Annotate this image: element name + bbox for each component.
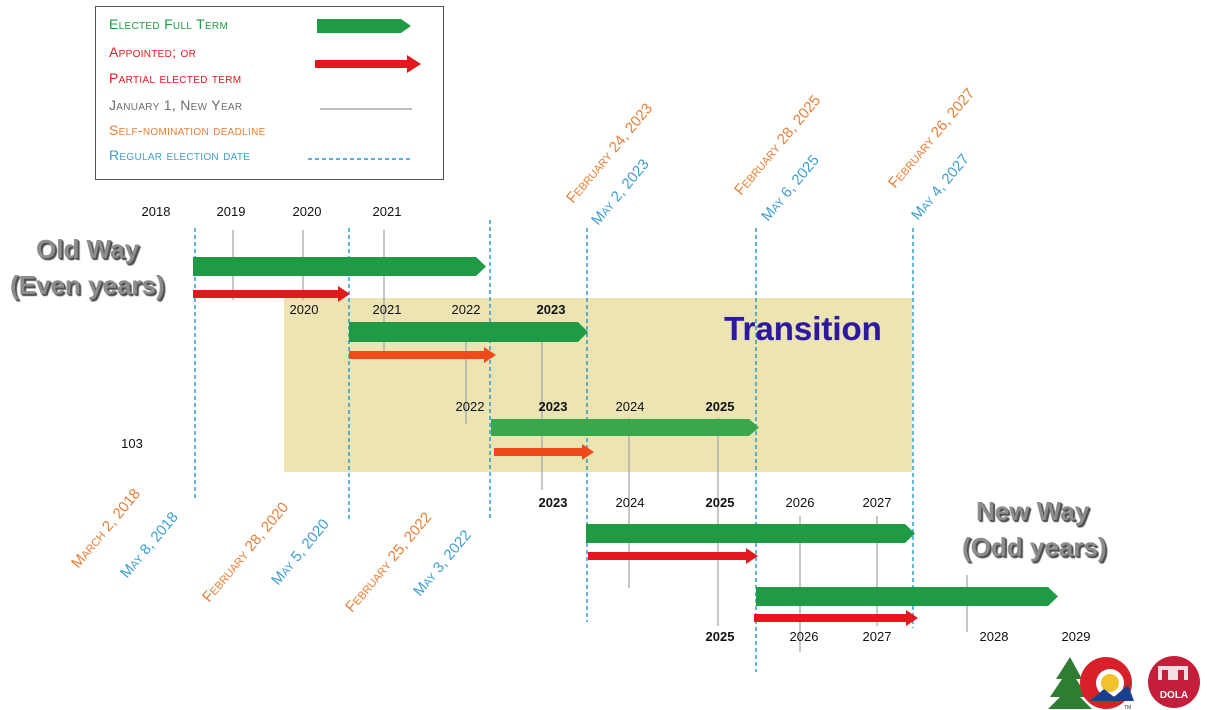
year-label: 2025 — [706, 629, 735, 644]
year-label: 2024 — [616, 495, 645, 510]
elected-full-term-arrow — [491, 419, 759, 436]
old-way-subtitle: (Even years) — [10, 270, 165, 300]
year-label: 2024 — [616, 399, 645, 414]
year-label: 2021 — [373, 204, 402, 219]
elected-full-term-arrow — [756, 587, 1058, 606]
year-labels: 2018 2019 2020 2021 2020 2021 2022 2023 … — [142, 204, 1091, 644]
svg-text:TM: TM — [1124, 705, 1131, 710]
stray-label: 103 — [121, 436, 143, 451]
year-label: 2020 — [293, 204, 322, 219]
year-label: 2021 — [373, 302, 402, 317]
legend-green-arrow-icon — [317, 19, 411, 33]
legend-gray-line-icon — [320, 108, 412, 110]
appointed-term-arrow — [193, 286, 350, 302]
elected-full-term-arrow — [193, 257, 486, 276]
svg-text:DOLA: DOLA — [1160, 690, 1188, 701]
new-way-subtitle: (Odd years) — [962, 532, 1107, 562]
year-label: 2020 — [290, 302, 319, 317]
appointed-term-arrow — [494, 444, 594, 460]
legend-blue-dashed-line-icon — [308, 158, 412, 160]
old-way-title: Old Way — [36, 234, 140, 264]
appointed-term-arrow — [588, 548, 758, 564]
legend-partial-elected-term: Partial elected term — [109, 70, 242, 86]
elected-full-term-arrow — [349, 322, 588, 342]
elected-full-term-arrow — [586, 524, 915, 543]
year-label: 2023 — [539, 495, 568, 510]
term-arrows — [193, 257, 1058, 626]
transition-label: Transition — [724, 310, 882, 347]
year-label: 2027 — [863, 495, 892, 510]
year-label: 2028 — [980, 629, 1009, 644]
year-label: 2026 — [790, 629, 819, 644]
colorado-logo-icon: TM — [1048, 657, 1134, 710]
year-label: 2018 — [142, 204, 171, 219]
legend-self-nomination: Self-nomination deadline — [109, 122, 266, 138]
dola-logo-icon: DOLA — [1148, 656, 1200, 708]
legend-red-arrow-icon — [315, 55, 421, 73]
year-label: 2022 — [456, 399, 485, 414]
year-label: 2027 — [863, 629, 892, 644]
legend: Elected Full Term Appointed; or Partial … — [95, 6, 444, 180]
year-label: 2026 — [786, 495, 815, 510]
year-label: 2025 — [706, 495, 735, 510]
deadline-label: February 28, 2025 — [731, 92, 824, 198]
year-label: 2019 — [217, 204, 246, 219]
election-date-label: May 8, 2018 — [117, 509, 182, 582]
year-label: 2023 — [539, 399, 568, 414]
january-1-lines — [232, 230, 968, 652]
appointed-term-arrow — [349, 347, 496, 363]
appointed-term-arrow — [754, 610, 918, 626]
year-label: 2023 — [537, 302, 566, 317]
year-label: 2029 — [1062, 629, 1091, 644]
deadline-label: February 26, 2027 — [885, 85, 978, 191]
year-label: 2022 — [452, 302, 481, 317]
deadline-label: February 28, 2020 — [199, 499, 292, 605]
legend-regular-election: Regular election date — [109, 147, 251, 163]
year-label: 2025 — [706, 399, 735, 414]
deadline-label: February 25, 2022 — [342, 509, 435, 615]
legend-appointed: Appointed; or — [109, 44, 197, 60]
legend-elected-full-term: Elected Full Term — [109, 16, 229, 32]
legend-january-1: January 1, New Year — [109, 97, 243, 113]
new-way-title: New Way — [976, 496, 1090, 526]
